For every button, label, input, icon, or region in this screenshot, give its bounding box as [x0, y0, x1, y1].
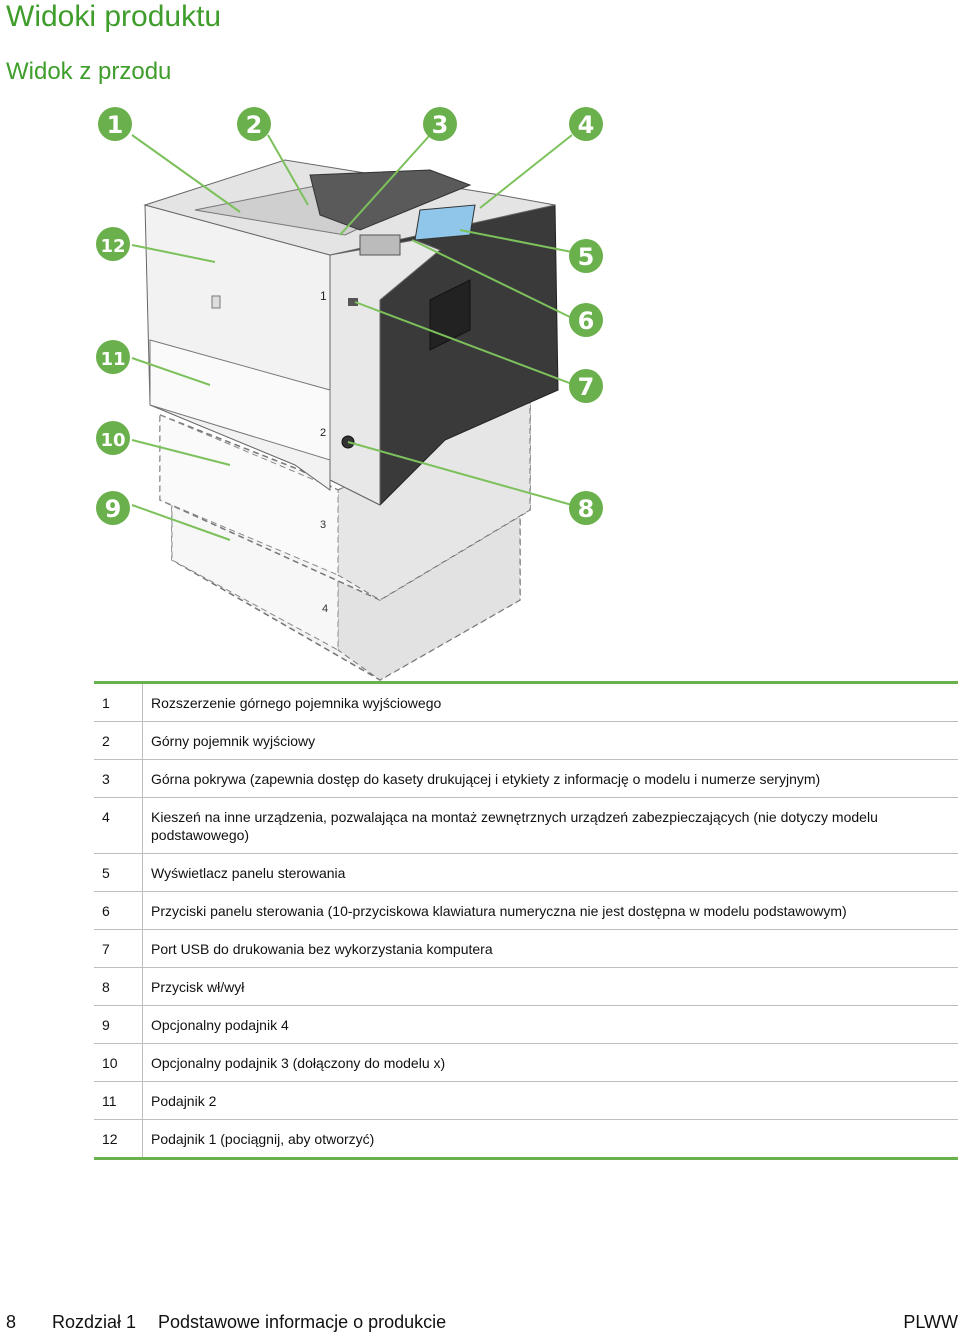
callout-9: 9 [96, 491, 130, 525]
callout-10: 10 [96, 421, 130, 455]
part-number: 4 [94, 797, 143, 854]
page-number: 8 [6, 1312, 17, 1332]
page-title: Widoki produktu [6, 0, 222, 33]
callout-7: 7 [569, 369, 603, 403]
part-description: Przycisk wł/wył [142, 967, 958, 1006]
svg-text:11: 11 [100, 349, 125, 370]
svg-text:10: 10 [100, 430, 125, 451]
part-number: 2 [94, 721, 143, 760]
callout-12: 12 [96, 227, 130, 261]
svg-text:2: 2 [246, 111, 263, 139]
callout-4: 4 [569, 107, 603, 141]
callout-1: 1 [98, 107, 132, 141]
part-description: Górna pokrywa (zapewnia dostęp do kasety… [142, 759, 958, 798]
callout-11: 11 [96, 340, 130, 374]
part-number: 6 [94, 891, 143, 930]
part-number: 5 [94, 853, 143, 892]
part-description: Opcjonalny podajnik 3 (dołączony do mode… [142, 1043, 958, 1082]
svg-text:3: 3 [432, 111, 449, 139]
callout-6: 6 [569, 303, 603, 337]
optional-tray-3: 3 [159, 398, 531, 601]
svg-text:5: 5 [578, 243, 595, 271]
part-number: 11 [94, 1081, 143, 1120]
callout-3: 3 [423, 107, 457, 141]
tray1-label: 1 [320, 289, 327, 303]
part-number: 9 [94, 1005, 143, 1044]
callout-2: 2 [237, 107, 271, 141]
tray2-label: 2 [320, 427, 326, 439]
svg-text:12: 12 [100, 236, 125, 257]
svg-text:4: 4 [578, 111, 595, 139]
printer-body: 1 2 [143, 159, 559, 506]
part-description: Kieszeń na inne urządzenia, pozwalająca … [142, 797, 958, 854]
part-description: Górny pojemnik wyjściowy [142, 721, 958, 760]
svg-text:8: 8 [578, 495, 595, 523]
part-number: 1 [94, 681, 143, 722]
callout-8: 8 [569, 491, 603, 525]
svg-text:7: 7 [578, 373, 595, 401]
callout-leader-lines [131, 134, 573, 541]
part-description: Podajnik 1 (pociągnij, aby otworzyć) [142, 1119, 958, 1160]
part-description: Przyciski panelu sterowania (10-przycisk… [142, 891, 958, 930]
svg-text:1: 1 [107, 111, 124, 139]
part-description: Wyświetlacz panelu sterowania [142, 853, 958, 892]
doc-code: PLWW [903, 1312, 958, 1332]
tray4-label: 4 [322, 603, 328, 615]
part-number: 7 [94, 929, 143, 968]
part-number: 3 [94, 759, 143, 798]
svg-text:9: 9 [105, 495, 122, 523]
part-description: Rozszerzenie górnego pojemnika wyjściowe… [142, 681, 958, 722]
section-label: Podstawowe informacje o produkcie [158, 1312, 447, 1332]
part-number: 8 [94, 967, 143, 1006]
chapter-label: Rozdział 1 [52, 1312, 137, 1332]
part-number: 10 [94, 1043, 143, 1082]
part-description: Podajnik 2 [142, 1081, 958, 1120]
part-description: Opcjonalny podajnik 4 [142, 1005, 958, 1044]
tray3-label: 3 [320, 519, 326, 531]
callout-5: 5 [569, 239, 603, 273]
part-number: 12 [94, 1119, 143, 1160]
part-description: Port USB do drukowania bez wykorzystania… [142, 929, 958, 968]
section-title: Widok z przodu [6, 58, 172, 85]
printer-front-view-figure: 4 3 1 2 1 [96, 107, 603, 681]
svg-text:6: 6 [578, 307, 595, 335]
